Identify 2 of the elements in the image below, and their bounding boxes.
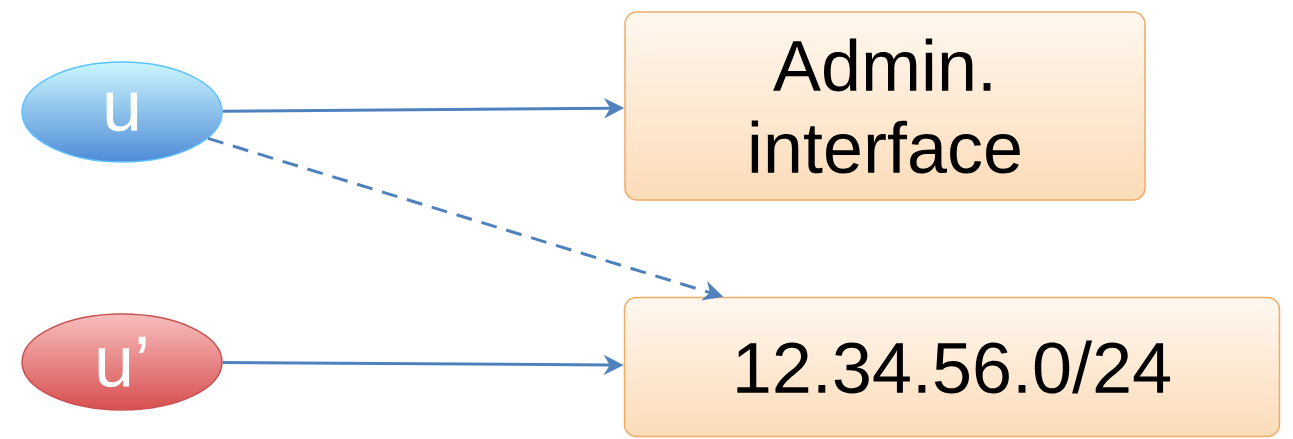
text-box: 12.34.56.0/24 [623,296,1281,438]
text-box: Admin. interface [624,11,1146,201]
